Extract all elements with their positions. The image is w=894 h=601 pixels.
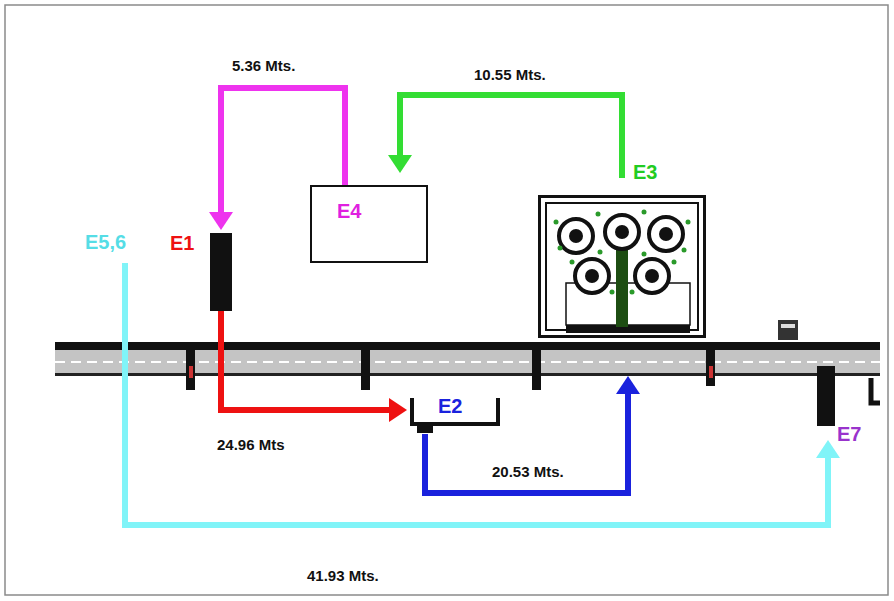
station-box: E4	[310, 185, 428, 263]
arrowhead	[816, 440, 840, 458]
distance-label: 5.36 Mts.	[230, 57, 297, 75]
station-label: E5,6	[85, 232, 126, 252]
arrowhead	[389, 398, 407, 422]
distance-label: 41.93 Mts.	[305, 567, 381, 585]
machine-box: E3	[538, 195, 706, 338]
arrowhead	[209, 212, 233, 230]
distance-arrow	[221, 311, 407, 422]
distance-label: 20.53 Mts.	[490, 463, 566, 481]
signal-device: E7	[817, 366, 835, 426]
station-label: E5,6	[83, 229, 165, 255]
station-label: E3	[633, 162, 657, 182]
tray-station: E2	[410, 393, 500, 426]
distance-arrow	[388, 95, 622, 178]
distance-label: 24.96 Mts	[215, 436, 287, 454]
station-label: E4	[337, 201, 361, 221]
station-label: E7	[837, 424, 861, 444]
connector-line	[221, 311, 393, 410]
station-label: E1	[170, 233, 194, 253]
station-bar: E1	[210, 233, 232, 311]
distance-arrow	[125, 263, 840, 525]
distance-label: 10.55 Mts.	[472, 66, 548, 84]
arrowhead	[388, 155, 412, 173]
arrowhead	[616, 376, 640, 394]
distance-arrow	[425, 376, 640, 493]
connector-line	[425, 390, 628, 493]
connector-line	[400, 95, 622, 178]
station-label: E2	[438, 396, 462, 416]
